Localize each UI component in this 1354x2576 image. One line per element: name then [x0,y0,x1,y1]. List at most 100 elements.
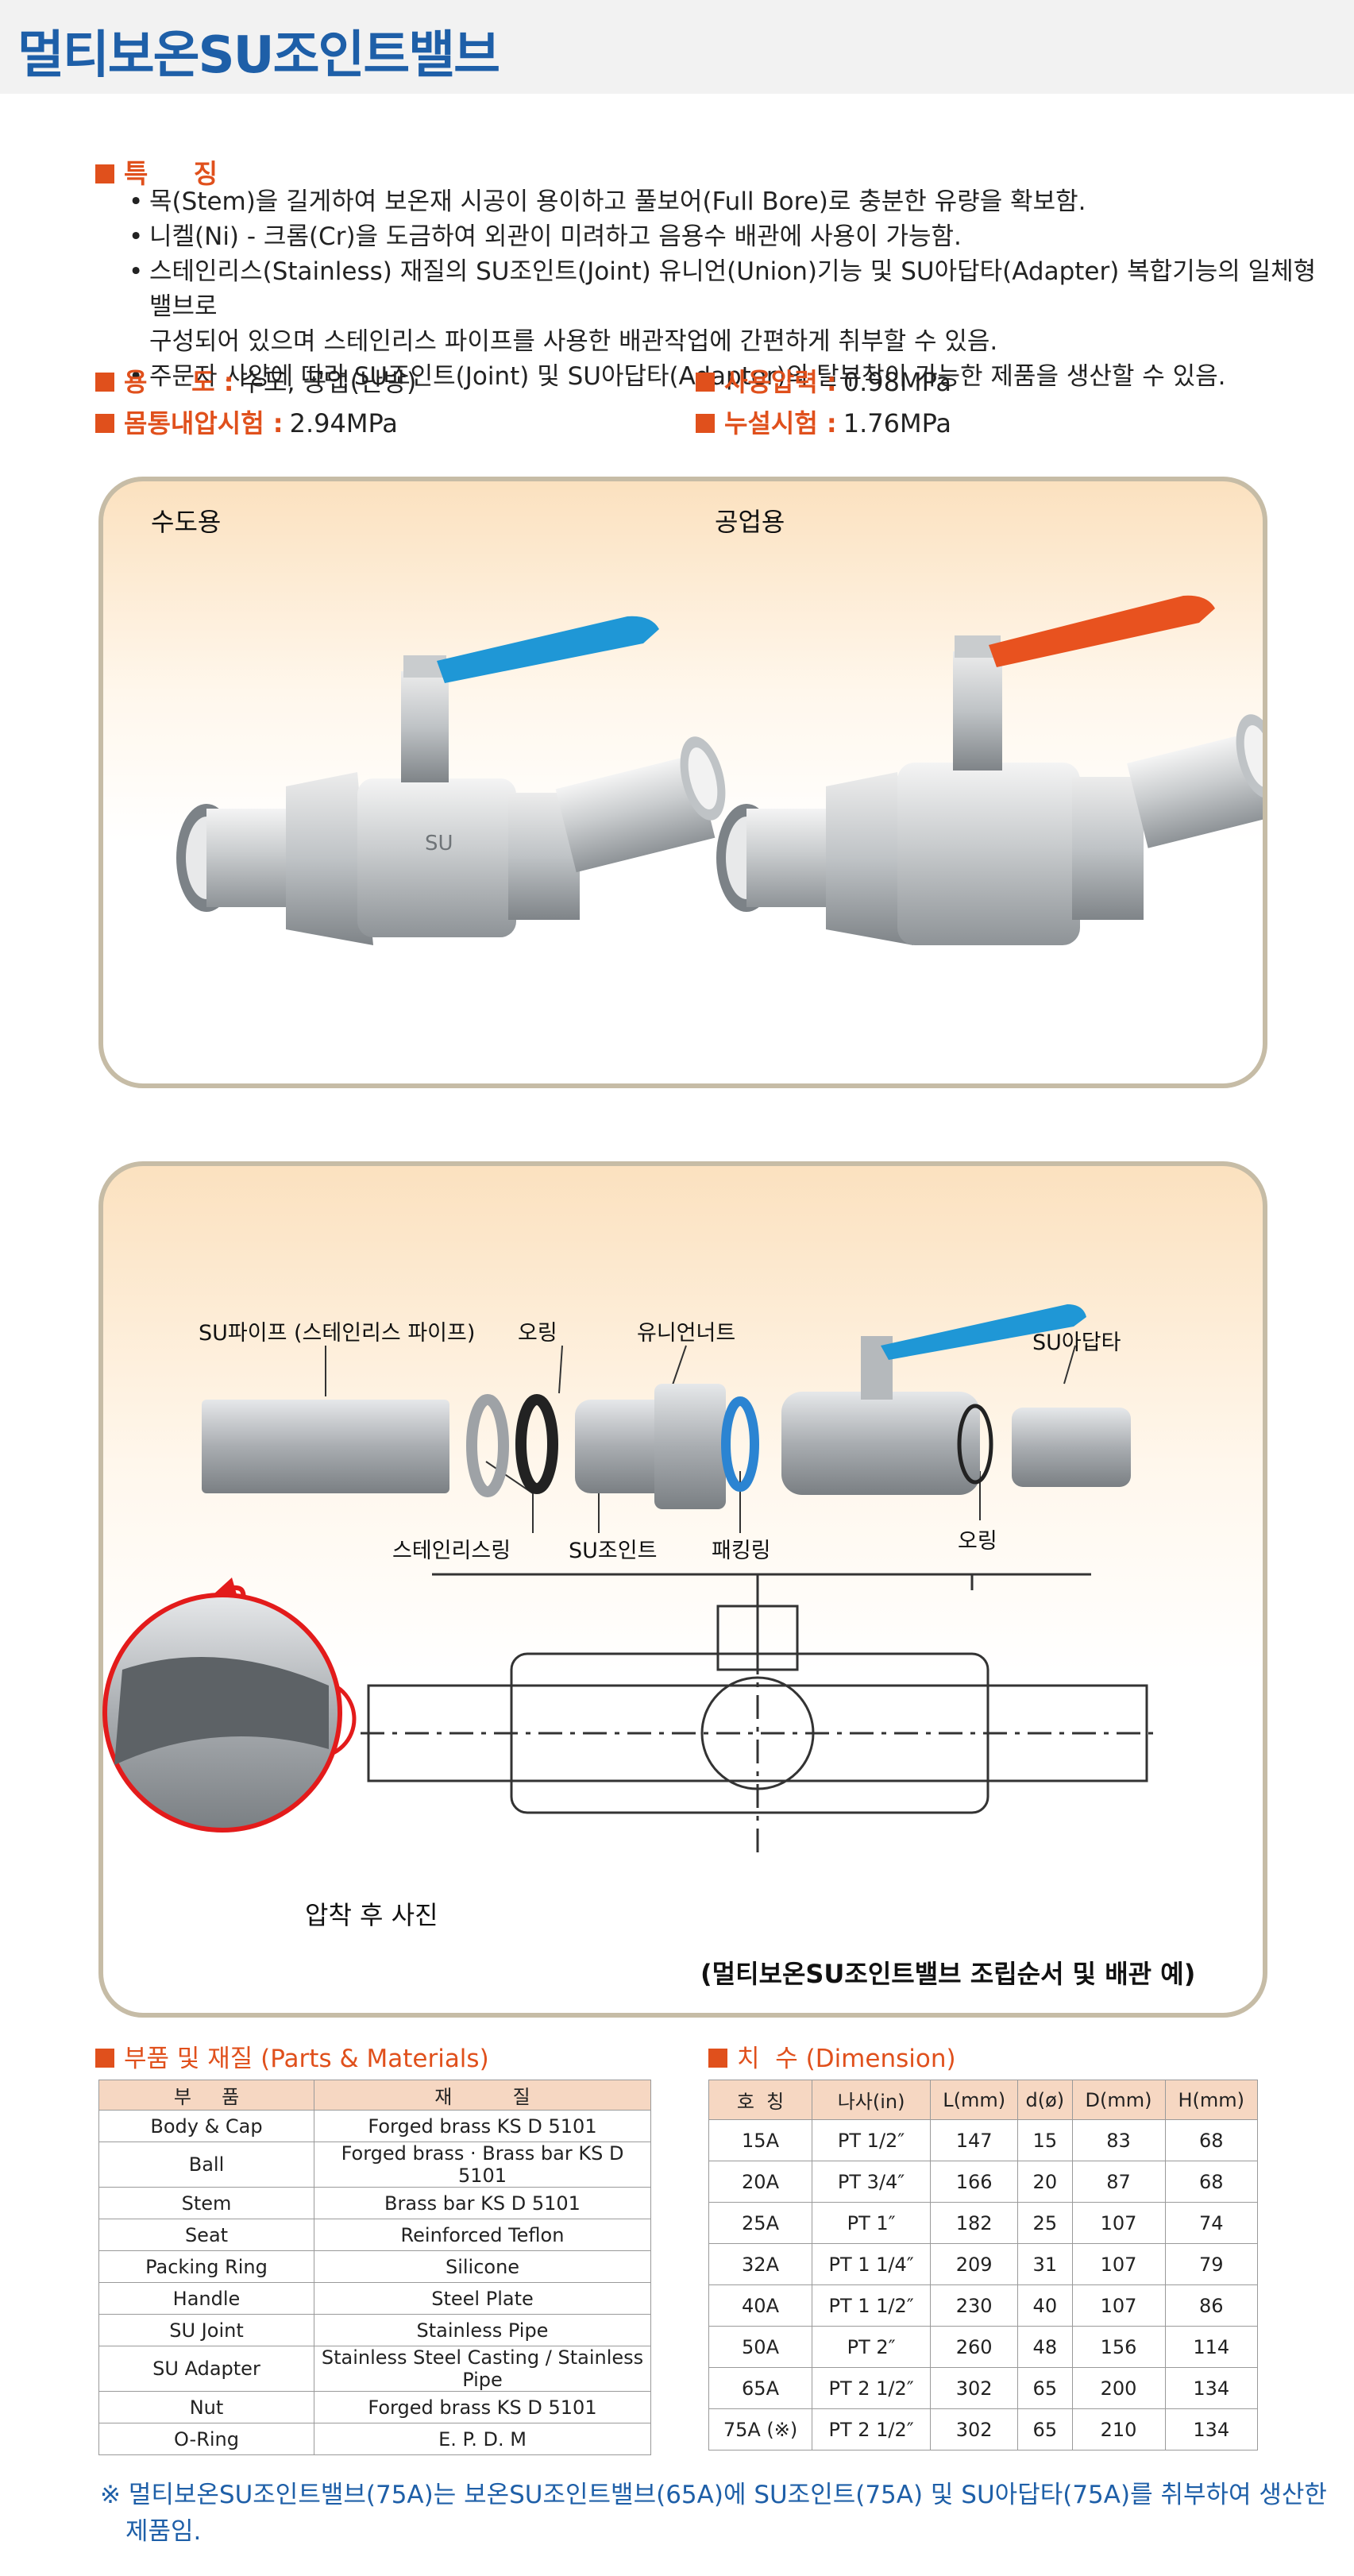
parts-header-material: 재 질 [314,2080,651,2111]
dim-header-d-large: D(mm) [1071,2080,1166,2120]
square-bullet-icon [95,2049,114,2068]
part-name-cell: SU Adapter [98,2346,314,2392]
bullet-icon: • [129,222,144,251]
bore-cell: 40 [1017,2284,1073,2327]
material-cell: Stainless Pipe [314,2314,651,2346]
parts-header-row: 부 품 재 질 [98,2080,651,2111]
footnote: ※ 멀티보온SU조인트밸브(75A)는 보온SU조인트밸브(65A)에 SU조인… [100,2477,1339,2550]
bullet-icon: • [129,362,144,391]
parts-heading: 부품 및 재질 (Parts & Materials) [95,2038,489,2074]
material-cell: Steel Plate [314,2282,651,2315]
thread-cell: PT 1 1/2″ [812,2284,932,2327]
dim-header-d-small: d(ø) [1017,2080,1073,2120]
outer-diameter-cell: 87 [1071,2161,1166,2203]
spec-pressure: 사용압력 :0.98MPa [696,362,951,399]
height-cell: 74 [1164,2202,1259,2244]
outer-diameter-cell: 200 [1071,2367,1166,2409]
part-name-cell: Nut [98,2391,314,2423]
page-title: 멀티보온SU조인트밸브 [17,26,500,85]
feature-item: •니켈(Ni) - 크롬(Cr)을 도금하여 외관이 미려하고 음용수 배관에 … [129,219,1317,254]
height-cell: 134 [1164,2408,1259,2450]
material-cell: Forged brass KS D 5101 [314,2110,651,2142]
square-bullet-icon [95,414,114,433]
size-cell: 50A [708,2326,813,2368]
thread-cell: PT 2 1/2″ [812,2367,932,2409]
dimension-header-row: 호 칭 나사(in) L(mm) d(ø) D(mm) H(mm) [708,2080,1259,2120]
bore-cell: 48 [1017,2326,1073,2368]
bullet-icon: • [129,187,144,216]
label-water-use: 수도용 [151,507,222,537]
feature-item: •스테인리스(Stainless) 재질의 SU조인트(Joint) 유니언(U… [129,254,1317,324]
size-cell: 20A [708,2161,813,2203]
outer-diameter-cell: 156 [1071,2326,1166,2368]
assembly-panel [98,1161,1267,2018]
label-su-joint: SU조인트 [569,1539,658,1563]
length-cell: 166 [930,2161,1019,2203]
feature-item: •목(Stem)을 길게하여 보온재 시공이 용이하고 풀보어(Full Bor… [129,184,1317,219]
outer-diameter-cell: 107 [1071,2243,1166,2285]
material-cell: Forged brass KS D 5101 [314,2391,651,2423]
product-photos: SU [176,595,1263,945]
footnote-line2: 제품임. [125,2517,202,2546]
outer-diameter-cell: 83 [1071,2119,1166,2161]
size-cell: 25A [708,2202,813,2244]
part-name-cell: Body & Cap [98,2110,314,2142]
outer-diameter-cell: 107 [1071,2284,1166,2327]
square-bullet-icon [95,164,114,183]
material-cell: Brass bar KS D 5101 [314,2187,651,2219]
valve-body-part [781,1392,980,1495]
label-union-nut: 유니언너트 [637,1321,736,1346]
bullet-icon: • [129,257,144,286]
thread-cell: PT 2″ [812,2326,932,2368]
label-su-adapter: SU아답타 [1032,1330,1121,1355]
size-cell: 75A (※) [708,2408,813,2450]
part-name-cell: Stem [98,2187,314,2219]
material-cell: E. P. D. M [314,2423,651,2455]
thread-cell: PT 1″ [812,2202,932,2244]
bore-cell: 20 [1017,2161,1073,2203]
length-cell: 302 [930,2408,1019,2450]
thread-cell: PT 1/2″ [812,2119,932,2161]
cross-section-drawing [361,1573,1155,1860]
bore-cell: 15 [1017,2119,1073,2161]
part-name-cell: Seat [98,2219,314,2251]
size-cell: 40A [708,2284,813,2327]
industrial-valve-image [716,595,1263,945]
packing-ring-part [721,1396,759,1492]
square-bullet-icon [708,2049,727,2068]
features-heading: 특 징 [95,153,218,191]
square-bullet-icon [95,373,114,392]
union-nut-part [654,1384,726,1509]
parts-header-part: 부 품 [98,2080,314,2111]
bore-cell: 65 [1017,2408,1073,2450]
su-adapter-part [1012,1408,1131,1487]
height-cell: 68 [1164,2161,1259,2203]
height-cell: 134 [1164,2367,1259,2409]
oring-part [515,1394,558,1494]
label-stainless-ring: 스테인리스링 [392,1539,511,1563]
length-cell: 147 [930,2119,1019,2161]
height-cell: 86 [1164,2284,1259,2327]
water-valve-image: SU [176,616,726,945]
assembly-caption: (멀티보온SU조인트밸브 조립순서 및 배관 예) [700,1959,1196,1989]
thread-cell: PT 3/4″ [812,2161,932,2203]
height-cell: 79 [1164,2243,1259,2285]
thread-cell: PT 1 1/4″ [812,2243,932,2285]
photo-caption: 압착 후 사진 [305,1900,438,1930]
spec-leak-test: 누설시험 :1.76MPa [696,404,951,440]
square-bullet-icon [696,373,715,392]
material-cell: Stainless Steel Casting / Stainless Pipe [314,2346,651,2392]
